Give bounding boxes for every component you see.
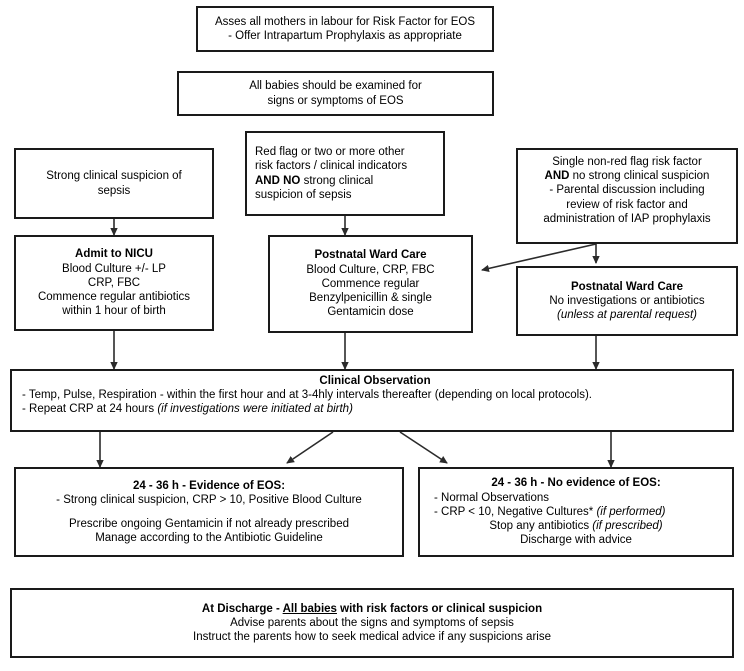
- evidence-eos-line-5: Manage according to the Antibiotic Guide…: [95, 532, 323, 545]
- connector-observation-to-evidence-diagonal: [286, 431, 334, 464]
- node-assess-mothers[interactable]: Asses all mothers in labour for Risk Fac…: [196, 6, 494, 52]
- clinical-observation-heading: Clinical Observation: [319, 375, 431, 387]
- evidence-eos-heading: 24 - 36 h - Evidence of EOS:: [132, 479, 286, 492]
- no-evidence-eos-line-4-head: Stop any antibiotics: [489, 520, 593, 533]
- no-evidence-eos-line-3-head: - CRP < 10, Negative Cultures*: [434, 505, 597, 518]
- node-strong-clinical-suspicion[interactable]: Strong clinical suspicion of sepsis: [14, 148, 214, 219]
- node-clinical-observation[interactable]: Clinical Observation - Temp, Pulse, Resp…: [10, 369, 734, 432]
- no-evidence-eos-line-4: Stop any antibiotics (if prescribed): [489, 519, 662, 533]
- no-evidence-eos-line-2: - Normal Observations: [434, 491, 550, 504]
- ward-care-abx-line-2: Blood Culture, CRP, FBC: [306, 263, 435, 276]
- at-discharge-post: with risk factors or clinical suspicion: [336, 602, 543, 615]
- admit-nicu-line-5: within 1 hour of birth: [62, 305, 166, 318]
- at-discharge-line-2: Advise parents about the signs and sympt…: [230, 616, 514, 629]
- examine-babies-line-2: signs or symptoms of EOS: [267, 94, 404, 107]
- evidence-eos-line-4: Prescribe ongoing Gentamicin if not alre…: [69, 518, 349, 530]
- connector-observation-to-noevidence-diagonal: [399, 431, 448, 464]
- no-evidence-eos-line-5: Discharge with advice: [520, 534, 632, 547]
- node-examine-babies[interactable]: All babies should be examined for signs …: [177, 71, 494, 116]
- node-red-flag-risk-factors[interactable]: Red flag or two or more other risk facto…: [245, 131, 445, 216]
- strong-suspicion-line-1: Strong clinical suspicion of: [46, 170, 182, 183]
- admit-nicu-line-3: CRP, FBC: [87, 276, 141, 289]
- red-flag-line-1: Red flag or two or more other: [255, 146, 405, 159]
- node-no-evidence-of-eos[interactable]: 24 - 36 h - No evidence of EOS: - Normal…: [418, 467, 734, 557]
- strong-suspicion-line-2: sepsis: [97, 184, 131, 197]
- clinical-observation-line-2: - Repeat CRP at 24 hours (if investigati…: [22, 402, 353, 416]
- admit-nicu-heading: Admit to NICU: [75, 248, 153, 261]
- node-at-discharge[interactable]: At Discharge - All babies with risk fact…: [10, 588, 734, 658]
- ward-care-noabx-heading: Postnatal Ward Care: [570, 280, 684, 293]
- non-red-flag-line-4: review of risk factor and: [566, 198, 688, 211]
- red-flag-line-2: risk factors / clinical indicators: [255, 160, 408, 173]
- assess-mothers-line-1: Asses all mothers in labour for Risk Fac…: [214, 15, 476, 28]
- non-red-flag-line-1: Single non-red flag risk factor: [552, 156, 702, 168]
- clinical-observation-line-2-italic: (if investigations were initiated at bir…: [157, 403, 353, 416]
- no-evidence-eos-line-3: - CRP < 10, Negative Cultures* (if perfo…: [434, 505, 666, 519]
- at-discharge-underlined: All babies: [282, 602, 337, 615]
- node-postnatal-ward-care-no-investigations[interactable]: Postnatal Ward Care No investigations or…: [516, 266, 738, 336]
- no-evidence-eos-line-3-italic: (if performed): [596, 505, 666, 518]
- node-evidence-of-eos[interactable]: 24 - 36 h - Evidence of EOS: - Strong cl…: [14, 467, 404, 557]
- admit-nicu-line-4: Commence regular antibiotics: [37, 291, 191, 304]
- evidence-eos-line-2: - Strong clinical suspicion, CRP > 10, P…: [56, 493, 362, 506]
- ward-care-noabx-line-2: No investigations or antibiotics: [549, 294, 705, 307]
- clinical-observation-line-1: - Temp, Pulse, Respiration - within the …: [22, 389, 592, 402]
- clinical-observation-line-2-head: - Repeat CRP at 24 hours: [22, 403, 158, 416]
- assess-mothers-line-2: - Offer Intrapartum Prophylaxis as appro…: [228, 30, 462, 42]
- examine-babies-line-1: All babies should be examined for: [249, 80, 422, 93]
- non-red-flag-line-5: administration of IAP prophylaxis: [543, 212, 711, 225]
- ward-care-abx-line-4: Benzylpenicillin & single: [309, 292, 432, 305]
- node-postnatal-ward-care-antibiotics[interactable]: Postnatal Ward Care Blood Culture, CRP, …: [268, 235, 473, 333]
- ward-care-abx-heading: Postnatal Ward Care: [314, 249, 427, 262]
- non-red-flag-line-2: AND no strong clinical suspicion: [545, 169, 710, 183]
- ward-care-noabx-line-3: (unless at parental request): [557, 309, 697, 322]
- at-discharge-heading: At Discharge - All babies with risk fact…: [202, 602, 542, 616]
- at-discharge-pre: At Discharge -: [201, 602, 283, 615]
- no-evidence-eos-line-4-italic: (if prescribed): [592, 520, 663, 533]
- no-evidence-eos-heading: 24 - 36 h - No evidence of EOS:: [491, 477, 661, 490]
- non-red-flag-line-3: - Parental discussion including: [549, 184, 705, 197]
- non-red-flag-line-2-tail: no strong clinical suspicion: [569, 170, 710, 183]
- ward-care-abx-line-5: Gentamicin dose: [327, 306, 414, 319]
- non-red-flag-and-emphasis: AND: [544, 170, 570, 183]
- ward-care-abx-line-3: Commence regular: [321, 277, 420, 290]
- node-single-non-red-flag-risk-factor[interactable]: Single non-red flag risk factor AND no s…: [516, 148, 738, 244]
- red-flag-line-3: AND NO strong clinical: [255, 174, 373, 188]
- red-flag-and-no-emphasis: AND NO: [255, 174, 301, 187]
- red-flag-line-4: suspicion of sepsis: [255, 188, 352, 201]
- at-discharge-line-3: Instruct the parents how to seek medical…: [193, 631, 551, 644]
- red-flag-line-3-tail: strong clinical: [300, 174, 374, 187]
- node-admit-to-nicu[interactable]: Admit to NICU Blood Culture +/- LP CRP, …: [14, 235, 214, 331]
- admit-nicu-line-2: Blood Culture +/- LP: [62, 262, 166, 275]
